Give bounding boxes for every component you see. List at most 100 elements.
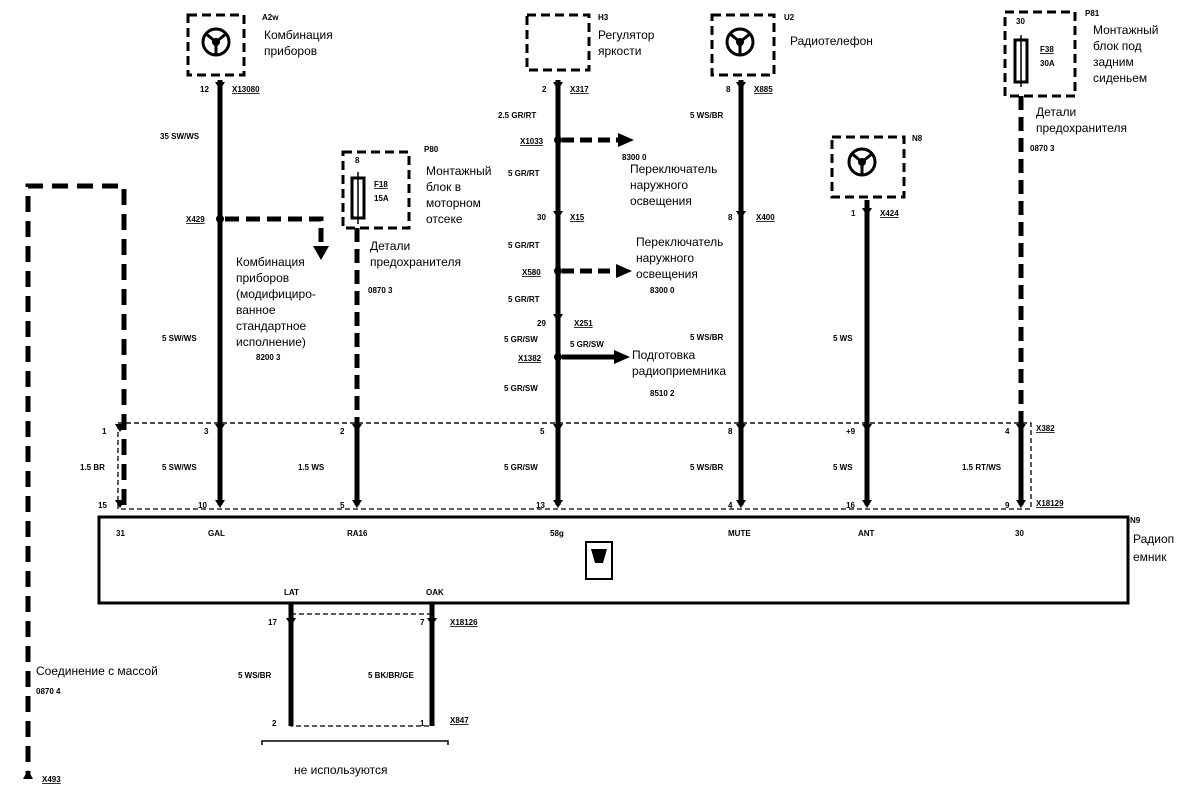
not-used-label: не используются [294,763,387,777]
switch2-ref: 8300 0 [650,286,675,295]
p81-label-line3: задним [1093,55,1134,69]
n8-code: N8 [912,134,923,143]
b-a2w-pin: 3 [204,427,209,436]
h3-wire-5: 5 GR/SW [504,335,538,344]
f38-name: F38 [1040,45,1054,54]
radio-prep-line2: радиоприемника [632,364,726,378]
a2w-label-line2: приборов [264,44,317,58]
f38-rating: 30A [1040,59,1055,68]
x429-label: X429 [186,215,205,224]
u2-wire: 8 X885 5 WS/BR 8 X400 5 WS/BR [690,80,775,505]
x18129-label: X18129 [1036,499,1064,508]
x18126-label: X18126 [450,618,478,627]
x13080-label: X13080 [232,85,260,94]
radio-prep-ref: 8510 2 [650,389,675,398]
w-u2-bot: 5 WS/BR [690,463,724,472]
radio-pin-ra16: RA16 [347,529,368,538]
component-u2: U2 Радиотелефон [710,13,873,77]
band-pins: 1 3 2 5 8 +9 4 1.5 BR 5 SW/WS 1.5 WS 5 G… [80,427,1010,510]
a2w-wire-top: 35 SW/WS [160,132,200,141]
w-lat: 5 WS/BR [238,671,272,680]
f18-ref: 0870 3 [368,286,393,295]
p81-label-line1: Монтажный [1093,23,1158,37]
radio-prep-line1: Подготовка [632,348,695,362]
component-p80: 8 F18 15A P80 Монтажный блок в моторном … [341,145,491,230]
connector-band-upper: X382 X18129 [117,422,1064,510]
x424-label: X424 [880,209,899,218]
p80-code: P80 [424,145,439,154]
r-p81-pin: 9 [1005,501,1010,510]
w-p81-bot: 1.5 RT/WS [962,463,1002,472]
x1382-label: X1382 [518,354,542,363]
r-n8-pin: 16 [846,501,855,510]
x400-pin: 8 [728,213,733,222]
radio-pin-ant: ANT [858,529,875,538]
f38-pin: 30 [1016,17,1025,26]
x317-label: X317 [570,85,589,94]
component-p81: 30 F38 30A P81 Монтажный блок под задним… [1003,9,1158,98]
radio-pin-31: 31 [116,529,125,538]
w-n8-bot: 5 WS [833,463,853,472]
x885-label: X885 [754,85,773,94]
ground-wire: Соединение с массой 0870 4 X493 [23,183,158,784]
lat-bot-pin: 2 [272,719,277,728]
h3-wire-7: 5 GR/SW [504,384,538,393]
n9-code: N9 [1130,516,1141,525]
switch2-line3: освещения [636,267,698,281]
p80-wire: Детали предохранителя 0870 3 [354,228,461,505]
oak-top-pin: 7 [420,618,425,627]
radio-sub-pin-oak: OAK [426,588,444,597]
p80-label-line2: блок в [426,180,461,194]
ground-ref: 0870 4 [36,687,61,696]
x847-label: X847 [450,716,469,725]
p81-label-line2: блок под [1093,39,1142,53]
f38-details-line2: предохранителя [1036,121,1127,135]
b-u2-pin: 8 [728,427,733,436]
a2w-wire-mid: 5 SW/WS [162,334,197,343]
x382-label: X382 [1036,424,1055,433]
h3-wire-1: 2.5 GR/RT [498,111,536,120]
switch2-line2: наружного [636,251,694,265]
a2w-wire: 12 X13080 35 SW/WS X429 5 SW/WS Комбинац… [160,80,329,505]
radio-pin-30: 30 [1015,529,1024,538]
modified-cluster-line6: исполнение) [236,335,306,349]
b-p80-pin: 2 [340,427,345,436]
x251-label: X251 [574,319,593,328]
b-gnd-pin: 1 [102,427,107,436]
b-h3-pin: 5 [540,427,545,436]
x1033-label: X1033 [520,137,544,146]
x15-label: X15 [570,213,585,222]
modified-cluster-line1: Комбинация [236,255,305,269]
n9-label-line2: емник [1133,550,1167,564]
p81-wire: Детали предохранителя 0870 3 [1018,96,1127,505]
switch2-line1: Переключатель [636,235,723,249]
u2-code: U2 [784,13,795,22]
r-p80-pin: 5 [340,501,345,510]
u2-label: Радиотелефон [790,34,873,48]
lat-oak-band: 17 7 X18126 5 WS/BR 5 BK/BR/GE 2 1 X847 … [238,603,478,777]
modified-cluster-line2: приборов [236,271,289,285]
p80-label-line1: Монтажный [426,164,491,178]
x251-pin: 29 [537,319,546,328]
modified-cluster-ref: 8200 3 [256,353,281,362]
a2w-top-pin: 12 [200,85,209,94]
n8-wire-mid: 5 WS [833,334,853,343]
radio-pin-mute: MUTE [728,529,751,538]
modified-cluster-line4: ванное [236,303,276,317]
u2-wire-top: 5 WS/BR [690,111,724,120]
h3-top-pin: 2 [542,85,547,94]
w-oak: 5 BK/BR/GE [368,671,414,680]
w-a2w-bot: 5 SW/WS [162,463,197,472]
modified-cluster-line3: (модифициро- [236,287,316,301]
band-arrows [115,424,1026,508]
f18-details-line2: предохранителя [370,255,461,269]
r-gnd-pin: 15 [98,501,107,510]
radio-pin-gal: GAL [208,529,225,538]
b-n8-pin: +9 [846,427,856,436]
modified-cluster-line5: стандартное [236,319,307,333]
w-gnd-bot: 1.5 BR [80,463,105,472]
f18-pin: 8 [355,156,360,165]
n9-label-line1: Радиоп [1133,532,1174,546]
